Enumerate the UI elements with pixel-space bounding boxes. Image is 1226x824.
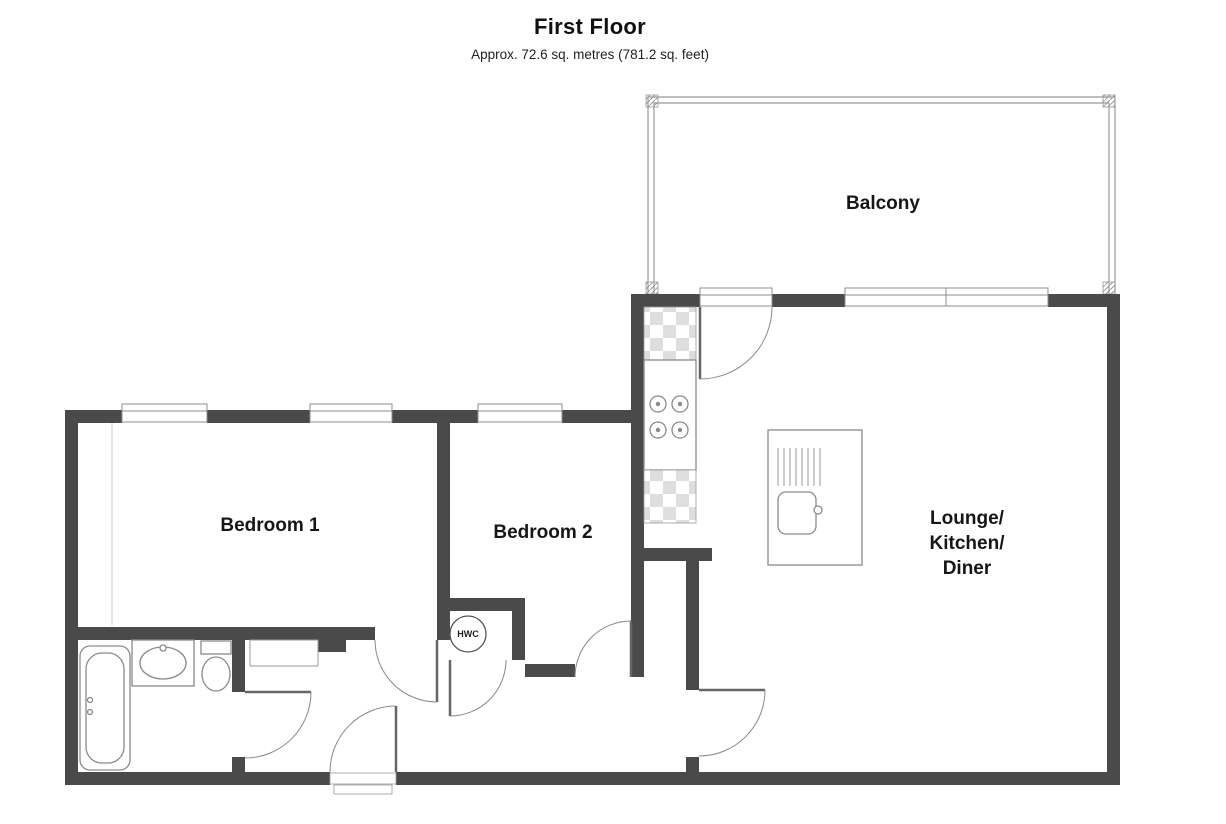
windows <box>121 287 1049 423</box>
bathroom-fixtures <box>79 423 319 771</box>
drainer-lines <box>777 448 821 486</box>
wash-basin <box>139 646 187 680</box>
bath-tap <box>86 708 94 716</box>
basin-tap <box>159 644 167 652</box>
outer-walls <box>65 294 1120 785</box>
plan-subtitle: Approx. 72.6 sq. metres (781.2 sq. feet) <box>471 47 709 62</box>
bath-tap <box>86 696 94 704</box>
entrance-threshold <box>329 772 397 785</box>
toilet-cistern <box>200 640 232 655</box>
island-tap <box>813 505 823 515</box>
doors <box>244 306 773 795</box>
hall-cabinet <box>249 639 319 667</box>
hob-counter <box>643 359 697 471</box>
hwc-label: HWC <box>457 629 479 639</box>
plan-title: First Floor <box>533 14 647 39</box>
bedroom1-label: Bedroom 1 <box>220 515 320 536</box>
balcony-label: Balcony <box>846 193 920 214</box>
interior-walls <box>65 416 712 772</box>
toilet-bowl <box>201 656 231 692</box>
island-sink <box>777 491 817 535</box>
kitchen-fixtures <box>643 306 697 524</box>
balcony-outline <box>645 94 1116 295</box>
entrance-step <box>333 784 393 795</box>
bedroom2-label: Bedroom 2 <box>493 522 593 543</box>
lounge-label: Lounge/ Kitchen/ Diner <box>929 508 1005 579</box>
kitchen-counter-tiles-bottom <box>643 469 697 524</box>
island-fixture <box>767 429 863 566</box>
hwc-cylinder <box>449 615 487 653</box>
kitchen-counter-tiles-top <box>643 306 697 361</box>
